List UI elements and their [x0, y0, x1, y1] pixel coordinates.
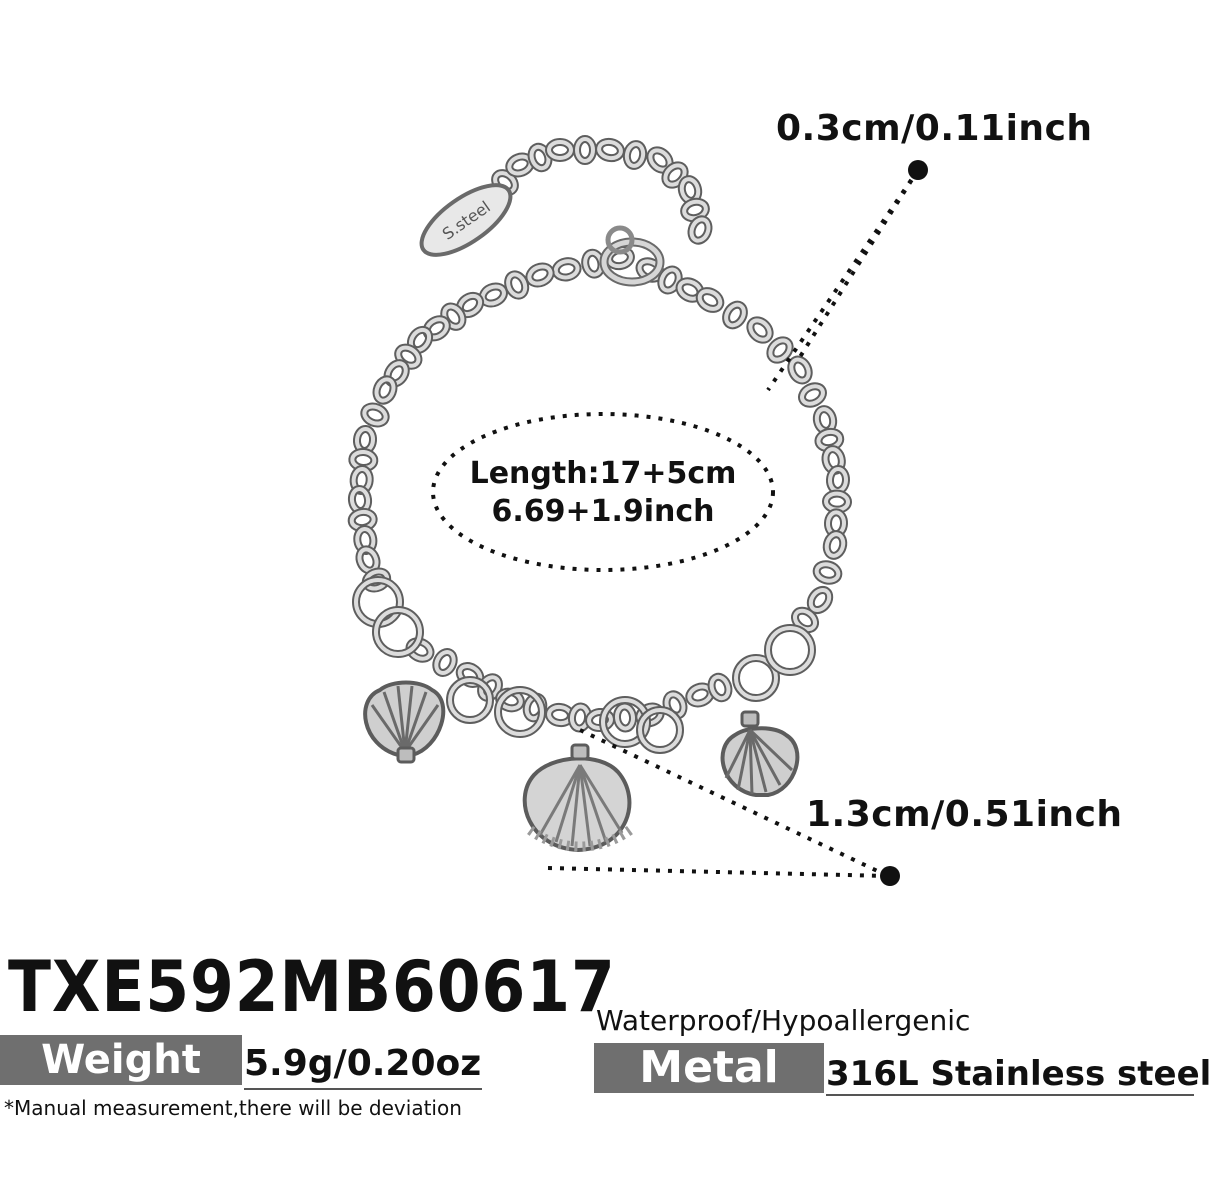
chain-link — [722, 300, 748, 330]
chain-link — [551, 257, 582, 282]
chain-link — [695, 287, 725, 313]
charm-width-guide — [547, 728, 889, 878]
measurement-note: *Manual measurement,there will be deviat… — [4, 1096, 462, 1120]
chain-link — [822, 530, 848, 560]
chain-link — [825, 465, 851, 495]
jump-ring — [446, 676, 494, 724]
jump-ring — [494, 686, 546, 738]
chain-link — [746, 316, 774, 344]
length-label: Length:17+5cm 6.69+1.9inch — [440, 455, 766, 531]
chain-link — [504, 270, 530, 300]
chain-link — [573, 135, 597, 165]
chain-link — [525, 262, 555, 288]
charm-width-label: 1.3cm/0.51inch — [806, 794, 1123, 835]
shell-charm-left — [363, 680, 446, 764]
chain-link — [612, 702, 638, 733]
jump-rings — [352, 576, 816, 754]
chain-link — [766, 336, 794, 364]
features-text: Waterproof/Hypoallergenic — [596, 1004, 971, 1037]
chain-link — [372, 375, 398, 405]
metal-value: 316L Stainless steel — [826, 1050, 1211, 1096]
chain-link — [707, 672, 733, 703]
jump-ring — [372, 606, 424, 658]
chain-width-label: 0.3cm/0.11inch — [776, 108, 1093, 149]
chain-width-dot — [908, 160, 928, 180]
chain-link — [432, 648, 458, 677]
chain-link — [687, 215, 713, 245]
shell-charm-right — [720, 710, 800, 797]
chain-link — [595, 137, 625, 163]
bracelet-illustration: S.steel — [347, 135, 928, 886]
length-inch: 6.69+1.9inch — [491, 494, 715, 529]
charm-width-dot — [880, 866, 900, 886]
chain-link — [812, 560, 843, 585]
chain-link — [822, 489, 852, 514]
jump-ring — [764, 624, 816, 676]
chain-link — [787, 355, 813, 385]
weight-value: 5.9g/0.20oz — [244, 1040, 482, 1090]
jump-ring — [732, 654, 780, 702]
metal-label: Metal — [594, 1043, 824, 1093]
shell-charm-center — [522, 743, 633, 853]
chain-link — [798, 382, 827, 408]
length-ellipse — [431, 412, 775, 572]
chain-links — [347, 135, 852, 733]
jump-ring — [636, 706, 684, 754]
weight-label: Weight — [0, 1035, 242, 1085]
chain-link — [545, 138, 575, 162]
brand-tag: S.steel — [419, 183, 513, 257]
jump-ring — [599, 696, 651, 748]
product-sku: TXE592MB60617 — [8, 946, 616, 1028]
chain-link — [405, 637, 435, 663]
chain-link — [360, 402, 390, 428]
chain-link — [806, 585, 834, 615]
chain-width-guide — [766, 168, 920, 392]
length-cm: Length:17+5cm — [469, 456, 737, 491]
chain-link — [622, 140, 648, 170]
lobster-clasp — [599, 225, 665, 287]
